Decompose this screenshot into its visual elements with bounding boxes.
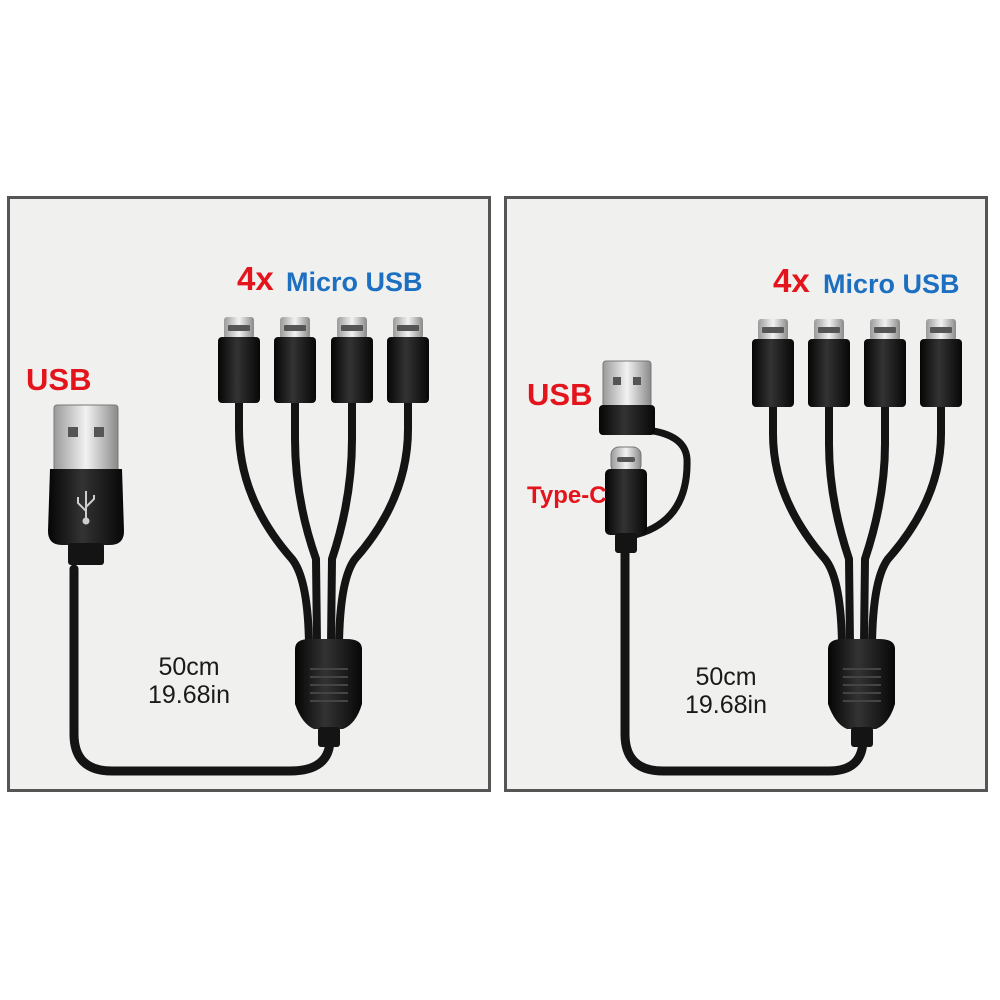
usb-label: USB [26,362,92,397]
micro-usb-label: Micro USB [286,267,423,297]
micro-usb-plug-icon [864,319,906,407]
length-in: 19.68in [148,680,231,709]
micro-usb-plug-icon [274,317,316,403]
product-panel-right: 4x Micro USB USB Type-C 50cm 19.68in [504,196,988,792]
cable-length: 50cm 19.68in [685,663,768,719]
micro-usb-plug-icon [920,319,962,407]
length-cm: 50cm [695,663,757,691]
micro-usb-plug-icon [387,317,429,403]
micro-usb-label: Micro USB [823,269,960,299]
usb-a-plug-icon [48,404,124,565]
usb-trident-icon [77,491,95,525]
micro-usb-plug-icon [752,319,794,407]
cable-length: 50cm 19.68in [148,653,231,709]
micro-usb-plug-icon [331,317,373,403]
branch-cables [769,404,945,645]
count-label: 4x [773,262,810,299]
splitter-hub-icon [295,639,362,747]
main-cable [620,544,868,776]
type-c-plug-icon [605,446,647,553]
usb-label: USB [527,377,593,412]
length-cm: 50cm [158,653,220,681]
count-label: 4x [237,260,274,297]
length-in: 19.68in [685,690,768,719]
adapter-cable [626,425,691,539]
main-cable [69,564,335,776]
type-c-label: Type-C [527,482,607,509]
cable-illustration-left [48,317,429,776]
product-panel-left: 4x Micro USB USB 50cm 19.68in [7,196,491,792]
branch-cables [235,399,412,645]
cable-illustration-right [599,319,962,776]
micro-usb-plug-icon [218,317,260,403]
micro-usb-plug-icon [808,319,850,407]
splitter-hub-icon [828,639,895,747]
usb-a-plug-icon [599,360,655,435]
